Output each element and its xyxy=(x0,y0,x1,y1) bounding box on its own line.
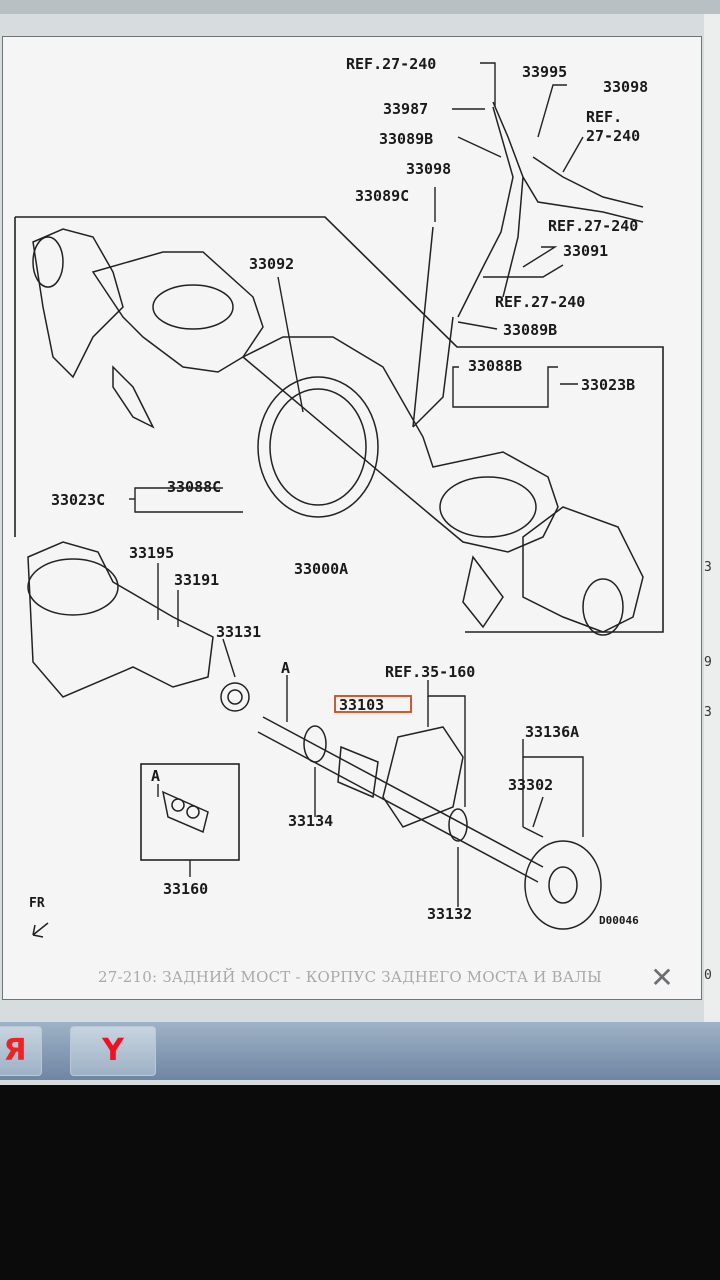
label-33195[interactable]: 33195 xyxy=(129,544,174,562)
label-33000a[interactable]: 33000A xyxy=(294,560,348,578)
photo-dark-area xyxy=(0,1085,720,1280)
image-viewer: REF.27-240 33995 33098 REF. 27-240 33987… xyxy=(2,36,702,1000)
label-33136a[interactable]: 33136A xyxy=(525,723,579,741)
label-33088c[interactable]: 33088C xyxy=(167,478,221,496)
close-icon: ✕ xyxy=(650,961,674,994)
right-side-panel xyxy=(704,14,720,1024)
label-33134[interactable]: 33134 xyxy=(288,812,333,830)
right-panel-text: 3 xyxy=(704,705,712,720)
close-button[interactable]: ✕ xyxy=(646,962,678,994)
label-33098-b[interactable]: 33098 xyxy=(406,160,451,178)
label-33302[interactable]: 33302 xyxy=(508,776,553,794)
taskbar-yandex-browser-button[interactable]: Я xyxy=(0,1026,42,1076)
label-ref-27-240-c[interactable]: REF.27-240 xyxy=(495,293,585,311)
label-33023c[interactable]: 33023C xyxy=(51,491,105,509)
part-33103-highlight[interactable] xyxy=(334,695,412,713)
label-33089b-b[interactable]: 33089B xyxy=(503,321,557,339)
label-33098-a[interactable]: 33098 xyxy=(603,78,648,96)
direction-label: FR xyxy=(29,896,45,911)
label-a-mark-2: A xyxy=(151,767,160,785)
shaft-assembly-drawing xyxy=(27,541,602,938)
label-a-mark-1: A xyxy=(281,659,290,677)
right-panel-text: 0 xyxy=(704,968,712,983)
label-ref-35-160[interactable]: REF.35-160 xyxy=(385,663,475,681)
yandex-icon: Я xyxy=(3,1033,27,1068)
label-33160[interactable]: 33160 xyxy=(163,880,208,898)
label-33091[interactable]: 33091 xyxy=(563,242,608,260)
label-ref-a2[interactable]: 27-240 xyxy=(586,127,640,145)
taskbar-app-button[interactable]: Y xyxy=(70,1026,156,1076)
right-panel-text: 3 xyxy=(704,560,712,575)
label-33092[interactable]: 33092 xyxy=(249,255,294,273)
screen: REF.27-240 33995 33098 REF. 27-240 33987… xyxy=(0,0,720,1085)
taskbar: Я Y xyxy=(0,1022,720,1080)
axle-housing-drawing xyxy=(32,228,644,636)
label-33995[interactable]: 33995 xyxy=(522,63,567,81)
image-caption: 27-210: ЗАДНИЙ МОСТ - КОРПУС ЗАДНЕГО МОС… xyxy=(98,968,602,986)
parts-diagram: REF.27-240 33995 33098 REF. 27-240 33987… xyxy=(14,55,664,938)
label-ref-27-240-b[interactable]: REF.27-240 xyxy=(548,217,638,235)
y-app-icon: Y xyxy=(102,1033,124,1068)
right-panel-text: 9 xyxy=(704,655,712,670)
leader-lines xyxy=(129,62,584,907)
window-top-strip xyxy=(0,0,720,14)
label-33089c[interactable]: 33089C xyxy=(355,187,409,205)
label-ref-a[interactable]: REF. xyxy=(586,108,622,126)
label-33131[interactable]: 33131 xyxy=(216,623,261,641)
diagram-code: D00046 xyxy=(599,914,639,927)
label-ref-27-240-a[interactable]: REF.27-240 xyxy=(346,55,436,73)
label-33191[interactable]: 33191 xyxy=(174,571,219,589)
label-33132[interactable]: 33132 xyxy=(427,905,472,923)
label-33023b[interactable]: 33023B xyxy=(581,376,635,394)
label-33987[interactable]: 33987 xyxy=(383,100,428,118)
label-33103[interactable]: 33103 xyxy=(339,696,384,714)
label-33088b[interactable]: 33088B xyxy=(468,357,522,375)
label-33089b-a[interactable]: 33089B xyxy=(379,130,433,148)
